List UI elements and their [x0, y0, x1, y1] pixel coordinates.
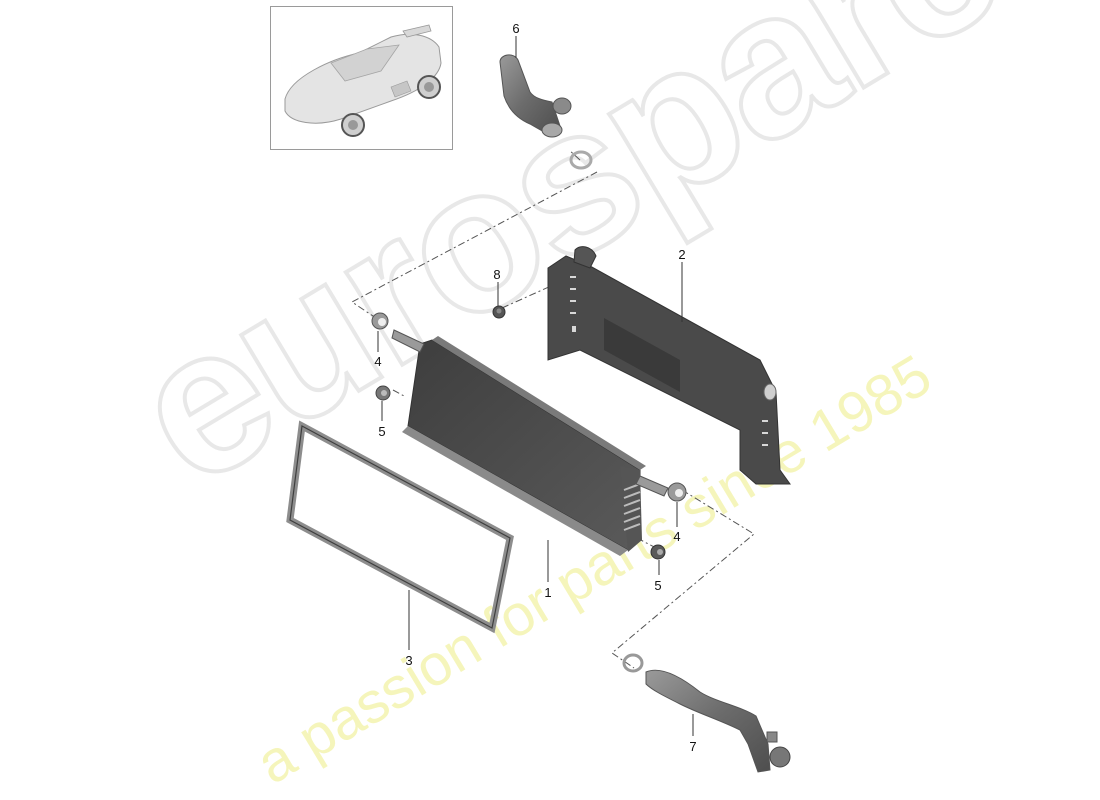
part-2-mounting-frame [547, 246, 791, 485]
callout-4-left[interactable]: 4 [374, 354, 382, 369]
callout-7[interactable]: 7 [689, 739, 697, 754]
part-4-bushing-right [667, 482, 687, 502]
hose-clamp-upper [569, 150, 593, 170]
callout-5-right[interactable]: 5 [654, 578, 662, 593]
vehicle-thumbnail [270, 6, 453, 150]
callout-3[interactable]: 3 [405, 653, 413, 668]
car-thumbnail-icon [284, 24, 442, 137]
part-8-nut [492, 305, 506, 319]
callout-6[interactable]: 6 [512, 21, 520, 36]
callout-5-left[interactable]: 5 [378, 424, 386, 439]
part-3-seal-frame [286, 420, 514, 634]
part-1-radiator [391, 329, 669, 556]
part-7-lower-hose [645, 669, 791, 773]
part-5-bushing-left [375, 385, 391, 401]
callout-1[interactable]: 1 [544, 585, 552, 600]
leader-lines [377, 36, 694, 736]
part-6-upper-hose [499, 54, 572, 138]
callout-4-right[interactable]: 4 [673, 529, 681, 544]
callout-2[interactable]: 2 [678, 247, 686, 262]
part-4-bushing-left [371, 312, 389, 330]
hose-clamp-lower [622, 653, 644, 673]
callout-8[interactable]: 8 [493, 267, 501, 282]
part-5-bushing-right [650, 544, 666, 560]
